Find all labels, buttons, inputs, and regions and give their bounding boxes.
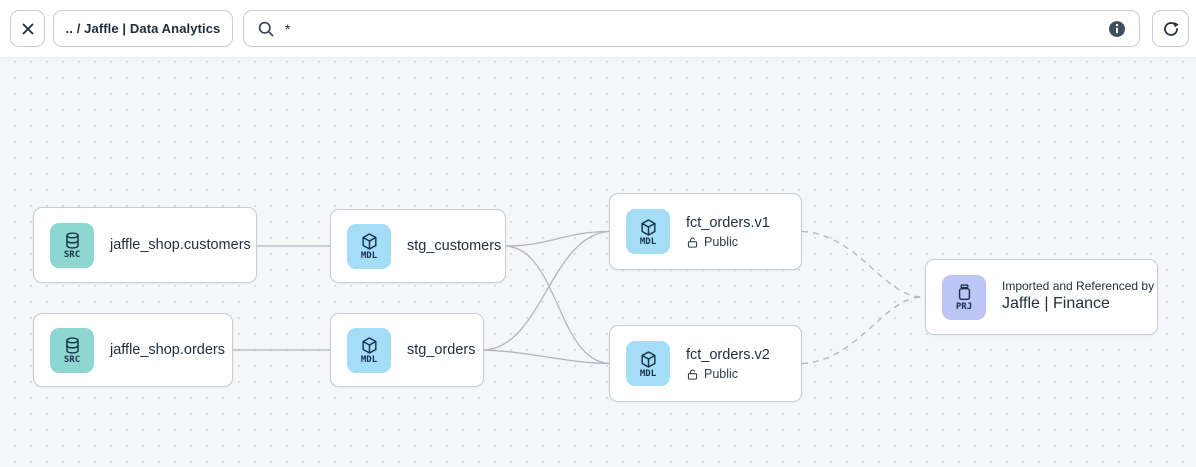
database-icon bbox=[65, 232, 79, 249]
badge-label: MDL bbox=[360, 355, 378, 366]
model-badge: MDL bbox=[626, 209, 670, 254]
close-button[interactable] bbox=[10, 10, 45, 47]
badge-label: MDL bbox=[639, 368, 657, 379]
breadcrumb-label: .. / Jaffle | Data Analytics bbox=[65, 21, 221, 36]
search-input[interactable] bbox=[285, 11, 1098, 46]
cube-icon bbox=[640, 350, 656, 368]
node-title: stg_orders bbox=[407, 341, 476, 358]
edge-stgcustomers-to-v2 bbox=[505, 245, 610, 365]
access-label: Public bbox=[704, 234, 739, 249]
node-subtitle: Imported and Referenced by bbox=[1002, 279, 1155, 294]
project-badge: PRJ bbox=[942, 274, 986, 320]
node-title: Jaffle | Finance bbox=[1002, 294, 1110, 312]
node-title: fct_orders.v2 bbox=[686, 347, 770, 364]
access-label: Public bbox=[704, 366, 739, 381]
node-stg-orders[interactable]: MDL stg_orders bbox=[330, 313, 484, 387]
source-badge: SRC bbox=[50, 222, 94, 268]
edge-v1-to-project bbox=[801, 230, 923, 298]
refresh-icon bbox=[1163, 21, 1179, 36]
access-row: Public bbox=[686, 236, 770, 249]
model-badge: MDL bbox=[347, 327, 391, 373]
search-icon bbox=[258, 21, 274, 37]
node-jaffle-shop-customers[interactable]: SRC jaffle_shop.customers bbox=[33, 207, 257, 283]
refresh-button[interactable] bbox=[1152, 10, 1189, 47]
edge-v2-to-project bbox=[801, 296, 923, 365]
node-fct-orders-v1[interactable]: MDL fct_orders.v1 Public bbox=[609, 193, 802, 270]
toolbar: .. / Jaffle | Data Analytics bbox=[0, 0, 1196, 57]
edge-stgcustomers-to-v1 bbox=[505, 230, 610, 247]
source-badge: SRC bbox=[50, 327, 94, 373]
cube-icon bbox=[640, 218, 656, 236]
database-icon bbox=[65, 337, 79, 354]
node-project-jaffle-finance[interactable]: PRJ Imported and Referenced by Jaffle | … bbox=[925, 259, 1158, 335]
badge-label: MDL bbox=[639, 236, 657, 247]
cube-icon bbox=[361, 337, 377, 354]
node-stg-customers[interactable]: MDL stg_customers bbox=[330, 209, 506, 283]
search-bar[interactable] bbox=[243, 10, 1140, 47]
node-title: jaffle_shop.customers bbox=[110, 236, 251, 253]
model-badge: MDL bbox=[347, 223, 391, 269]
node-title: fct_orders.v1 bbox=[686, 215, 770, 232]
cube-icon bbox=[361, 233, 377, 250]
node-fct-orders-v2[interactable]: MDL fct_orders.v2 Public bbox=[609, 325, 802, 402]
badge-label: PRJ bbox=[955, 302, 973, 313]
info-icon[interactable] bbox=[1107, 19, 1127, 39]
lineage-canvas[interactable]: SRC jaffle_shop.customers SRC jaffle_sho… bbox=[0, 57, 1196, 467]
node-title: stg_customers bbox=[407, 237, 502, 254]
badge-label: MDL bbox=[360, 251, 378, 262]
model-badge: MDL bbox=[626, 341, 670, 386]
breadcrumb[interactable]: .. / Jaffle | Data Analytics bbox=[53, 10, 233, 47]
node-jaffle-shop-orders[interactable]: SRC jaffle_shop.orders bbox=[33, 313, 233, 387]
access-row: Public bbox=[686, 368, 770, 381]
edge-stgorders-to-v2 bbox=[483, 349, 610, 365]
badge-label: SRC bbox=[63, 355, 81, 366]
node-title: jaffle_shop.orders bbox=[110, 341, 226, 358]
badge-label: SRC bbox=[63, 250, 81, 261]
close-icon bbox=[22, 23, 33, 34]
jar-icon bbox=[958, 284, 970, 301]
unlock-icon bbox=[687, 237, 698, 248]
unlock-icon bbox=[687, 369, 698, 380]
